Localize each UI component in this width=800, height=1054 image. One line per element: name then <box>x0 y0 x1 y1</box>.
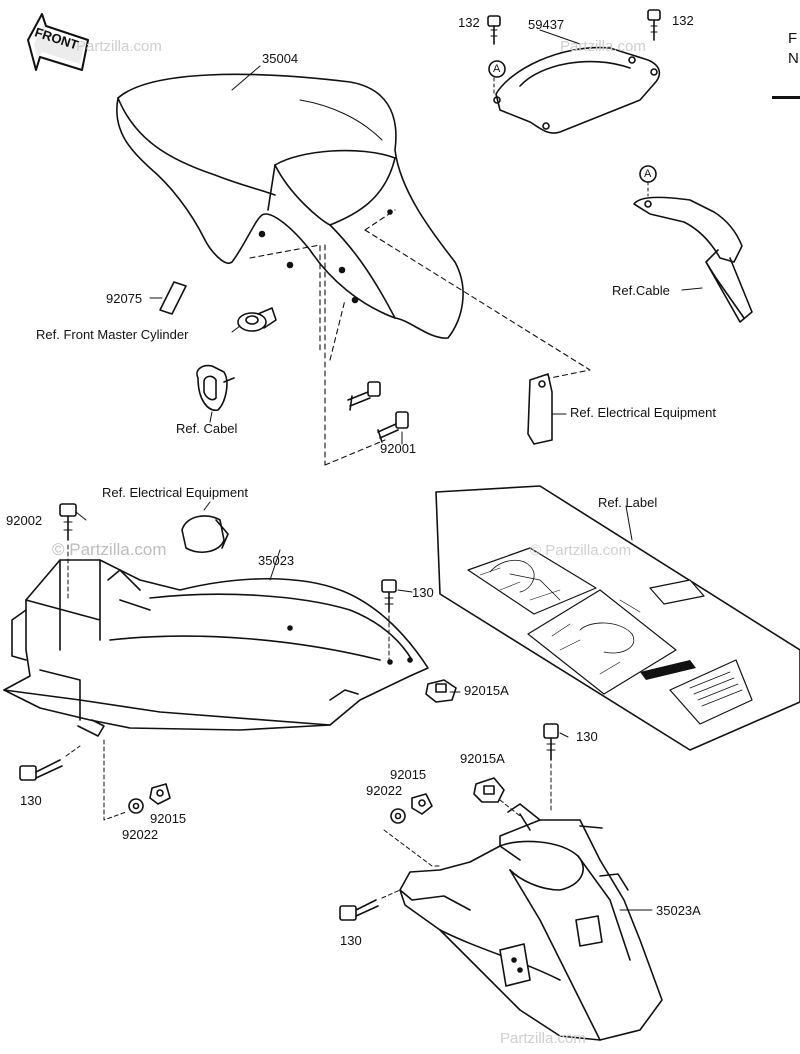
marker-a-label: A <box>493 63 501 75</box>
label-92001: 92001 <box>380 441 417 456</box>
label-35023: 35023 <box>258 553 295 568</box>
label-130: 130 <box>340 933 362 948</box>
label-130: 130 <box>412 585 434 600</box>
label-ref-front-master-cylinder: Ref. Front Master Cylinder <box>36 327 189 342</box>
bolts-92001 <box>347 381 409 445</box>
bolt-130-lower-left <box>19 745 81 781</box>
front-arrow-icon <box>27 13 89 71</box>
watermark: Partzilla.com <box>560 38 646 55</box>
rear-fender-35023 <box>3 559 429 737</box>
front-fender-35004 <box>116 73 464 339</box>
nut-92015A-lower <box>473 777 521 817</box>
label-sheet-panel <box>435 485 800 751</box>
cable-bracket <box>633 196 753 323</box>
label-ref-electrical-equipment: Ref. Electrical Equipment <box>570 405 716 420</box>
bolt-130-upper <box>381 579 397 661</box>
label-92022: 92022 <box>122 827 159 842</box>
electrical-equipment-bracket <box>527 373 567 445</box>
watermark: Partzilla.com <box>500 1030 586 1047</box>
label-132-left: 132 <box>458 15 480 30</box>
label-92015: 92015 <box>150 811 187 826</box>
front-master-cylinder-clamp <box>231 307 277 333</box>
bolt-130-lower-right <box>543 723 559 813</box>
label-92022: 92022 <box>366 783 403 798</box>
label-ref-electrical-equipment: Ref. Electrical Equipment <box>102 485 248 500</box>
part-92075-pad <box>149 281 187 315</box>
edge-text: F <box>788 30 798 47</box>
label-ref-cable: Ref.Cable <box>612 283 670 298</box>
rear-fender-35023A <box>399 803 663 1041</box>
label-ref-cabel: Ref. Cabel <box>176 421 238 436</box>
part-59437-cover <box>493 29 661 134</box>
label-92015A: 92015A <box>460 751 505 766</box>
label-92075: 92075 <box>106 291 143 306</box>
edge-bar <box>772 96 800 99</box>
nut-washer-right <box>383 793 441 867</box>
bolts-132 <box>487 9 661 97</box>
watermark: Partzilla.com <box>76 38 162 55</box>
cable-guide-clamp <box>196 364 235 423</box>
label-35004: 35004 <box>262 51 299 66</box>
label-59437: 59437 <box>528 17 565 32</box>
label-92015A: 92015A <box>464 683 509 698</box>
bolt-92002 <box>59 503 77 601</box>
electrical-equipment-holder <box>181 501 229 553</box>
label-130: 130 <box>20 793 42 808</box>
nut-washer-left <box>103 739 171 821</box>
label-92015: 92015 <box>390 767 427 782</box>
label-130: 130 <box>576 729 598 744</box>
label-92002: 92002 <box>6 513 43 528</box>
watermark: © Partzilla.com <box>530 542 632 559</box>
bolt-130-bottom <box>339 889 401 921</box>
label-35023A: 35023A <box>656 903 701 918</box>
assembly-guide-lines <box>249 209 591 466</box>
leader-lines <box>75 65 703 738</box>
nut-92015A-upper <box>425 679 457 703</box>
watermark: © Partzilla.com <box>52 540 167 559</box>
marker-a-label: A <box>644 168 652 180</box>
label-ref-label: Ref. Label <box>598 495 658 510</box>
marker-a-circles <box>488 60 657 197</box>
label-132-right: 132 <box>672 13 694 28</box>
edge-text: N <box>788 50 799 67</box>
